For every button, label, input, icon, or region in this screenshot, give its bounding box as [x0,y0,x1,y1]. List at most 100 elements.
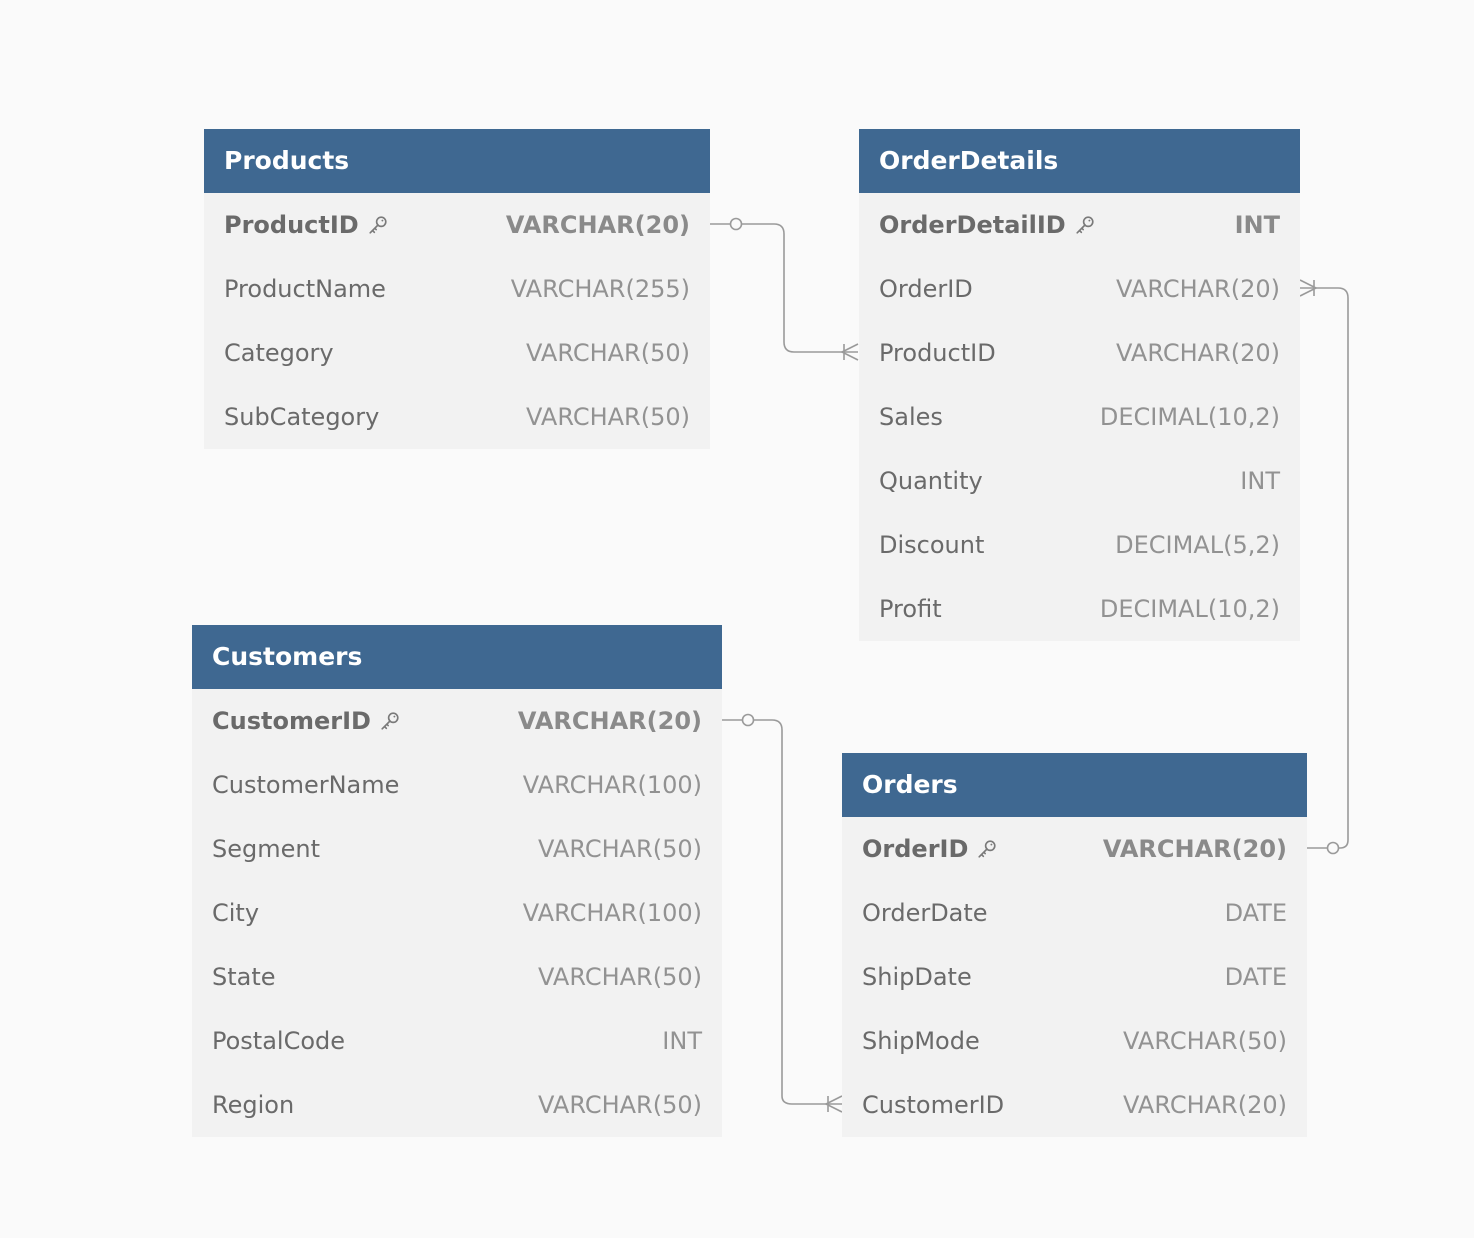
column-name-text: State [212,963,276,991]
zero-or-one-marker [1326,841,1340,855]
column-name-text: CustomerID [212,707,371,735]
column-row-region[interactable]: Region VARCHAR(50) [192,1073,722,1137]
column-name: ProductID [224,211,389,239]
column-row-city[interactable]: City VARCHAR(100) [192,881,722,945]
column-name-text: Quantity [879,467,983,495]
column-name: Region [212,1091,294,1119]
column-row-order-date[interactable]: OrderDate DATE [842,881,1307,945]
key-icon [1074,214,1096,236]
column-name: ShipMode [862,1027,980,1055]
column-row-customer-name[interactable]: CustomerName VARCHAR(100) [192,753,722,817]
column-row-order-id[interactable]: OrderID VARCHAR(20) [842,817,1307,881]
column-row-order-detail-id[interactable]: OrderDetailID INT [859,193,1300,257]
column-type: DATE [1224,963,1287,991]
column-name-text: ProductID [879,339,996,367]
column-name-text: OrderID [862,835,969,863]
column-row-sales[interactable]: Sales DECIMAL(10,2) [859,385,1300,449]
crow-foot-marker [840,343,859,361]
column-name-text: ProductName [224,275,386,303]
column-name: Quantity [879,467,983,495]
column-name-text: Category [224,339,334,367]
column-type: VARCHAR(20) [1116,275,1280,303]
column-name: Segment [212,835,320,863]
column-type: VARCHAR(100) [522,771,702,799]
column-type: DATE [1224,899,1287,927]
zero-or-one-marker [729,217,743,231]
column-row-order-id[interactable]: OrderID VARCHAR(20) [859,257,1300,321]
column-type: DECIMAL(10,2) [1099,403,1280,431]
zero-or-one-marker [741,713,755,727]
column-name: SubCategory [224,403,379,431]
column-name-text: OrderID [879,275,973,303]
column-name-text: CustomerName [212,771,400,799]
column-name-text: Region [212,1091,295,1119]
column-name: CustomerID [862,1091,1004,1119]
connector-orders-orderdetails [1299,279,1349,855]
column-name-text: City [212,899,260,927]
column-type: INT [662,1027,702,1055]
column-row-sub-category[interactable]: SubCategory VARCHAR(50) [204,385,710,449]
table-title: Customers [192,625,722,689]
column-row-quantity[interactable]: Quantity INT [859,449,1300,513]
column-name-text: OrderDate [862,899,988,927]
column-type: VARCHAR(50) [538,1091,702,1119]
column-row-segment[interactable]: Segment VARCHAR(50) [192,817,722,881]
table-title: OrderDetails [859,129,1300,193]
column-row-category[interactable]: Category VARCHAR(50) [204,321,710,385]
column-name: OrderDetailID [879,211,1096,239]
column-name: CustomerID [212,707,401,735]
key-icon [367,214,389,236]
table-title: Products [204,129,710,193]
column-name-text: ProductID [224,211,359,239]
column-name: ProductName [224,275,386,303]
column-type: VARCHAR(20) [1123,1091,1287,1119]
column-name: ProductID [879,339,996,367]
column-type: VARCHAR(20) [1102,835,1287,863]
column-type: VARCHAR(50) [538,835,702,863]
column-type: VARCHAR(20) [517,707,702,735]
column-row-postal-code[interactable]: PostalCode INT [192,1009,722,1073]
column-row-state[interactable]: State VARCHAR(50) [192,945,722,1009]
column-name: PostalCode [212,1027,345,1055]
column-row-product-id[interactable]: ProductID VARCHAR(20) [204,193,710,257]
column-name-text: Segment [212,835,320,863]
column-name-text: Profit [879,595,942,623]
column-row-customer-id[interactable]: CustomerID VARCHAR(20) [192,689,722,753]
column-name-text: ShipMode [862,1027,980,1055]
column-type: VARCHAR(20) [505,211,690,239]
column-name-text: SubCategory [224,403,380,431]
column-name-text: Discount [879,531,985,559]
column-name: Profit [879,595,942,623]
column-row-ship-date[interactable]: ShipDate DATE [842,945,1307,1009]
column-type: VARCHAR(50) [538,963,702,991]
column-type: INT [1234,211,1280,239]
column-name: CustomerName [212,771,399,799]
column-name: OrderID [879,275,973,303]
column-row-customer-id[interactable]: CustomerID VARCHAR(20) [842,1073,1307,1137]
column-type: VARCHAR(50) [526,403,690,431]
column-row-ship-mode[interactable]: ShipMode VARCHAR(50) [842,1009,1307,1073]
column-name: Discount [879,531,984,559]
column-name-text: ShipDate [862,963,972,991]
column-type: VARCHAR(100) [522,899,702,927]
column-name-text: OrderDetailID [879,211,1066,239]
column-name: OrderID [862,835,998,863]
column-type: VARCHAR(50) [1123,1027,1287,1055]
column-name: Sales [879,403,943,431]
crow-foot-marker [824,1095,843,1113]
connector-customers-orders [722,713,843,1113]
column-name: Category [224,339,334,367]
column-type: INT [1240,467,1280,495]
key-icon [976,838,998,860]
connector-products-orderdetails [710,217,859,361]
column-type: VARCHAR(50) [526,339,690,367]
column-name-text: CustomerID [862,1091,1005,1119]
